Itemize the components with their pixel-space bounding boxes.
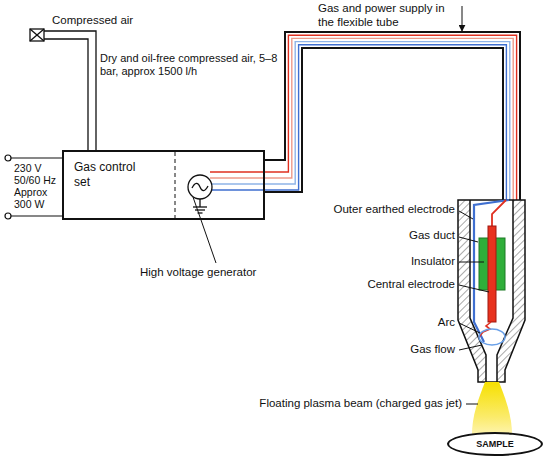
tube-wire bbox=[210, 42, 510, 200]
central-electrode bbox=[488, 226, 496, 322]
air-label: Compressed air bbox=[52, 14, 162, 28]
hv-wire bbox=[492, 200, 506, 226]
hv-label: High voltage generator bbox=[140, 266, 290, 280]
part-label: Outer earthed electrode bbox=[300, 203, 455, 217]
part-label: Central electrode bbox=[320, 278, 455, 292]
part-label: Insulator bbox=[355, 255, 455, 269]
leader-lines bbox=[193, 6, 489, 404]
tube-label: Gas and power supply in the flexible tub… bbox=[318, 2, 458, 30]
box-divider bbox=[175, 152, 176, 218]
beam-label: Floating plasma beam (charged gas jet) bbox=[196, 397, 462, 411]
control-box: Gas control set bbox=[62, 150, 265, 220]
air-spec: Dry and oil-free compressed air, 5–8 bar… bbox=[100, 52, 280, 78]
tube-wire bbox=[210, 45, 506, 200]
mains-spec: 230 V 50/60 Hz Approx 300 W bbox=[14, 162, 61, 210]
part-label: Arc bbox=[355, 316, 455, 330]
air-valve bbox=[30, 29, 44, 41]
gas-flow bbox=[479, 329, 505, 345]
box-title: Gas control set bbox=[74, 160, 152, 190]
outer-electrode bbox=[474, 200, 509, 342]
part-label: Gas flow bbox=[355, 343, 455, 357]
sample-label: SAMPLE bbox=[476, 439, 514, 449]
sample-ellipse: SAMPLE bbox=[447, 432, 543, 456]
mains-terminals bbox=[5, 155, 62, 219]
air-pipe bbox=[44, 31, 96, 150]
hv-generator-symbol bbox=[188, 175, 212, 213]
torch-housing bbox=[458, 200, 525, 382]
part-label: Gas duct bbox=[355, 229, 455, 243]
